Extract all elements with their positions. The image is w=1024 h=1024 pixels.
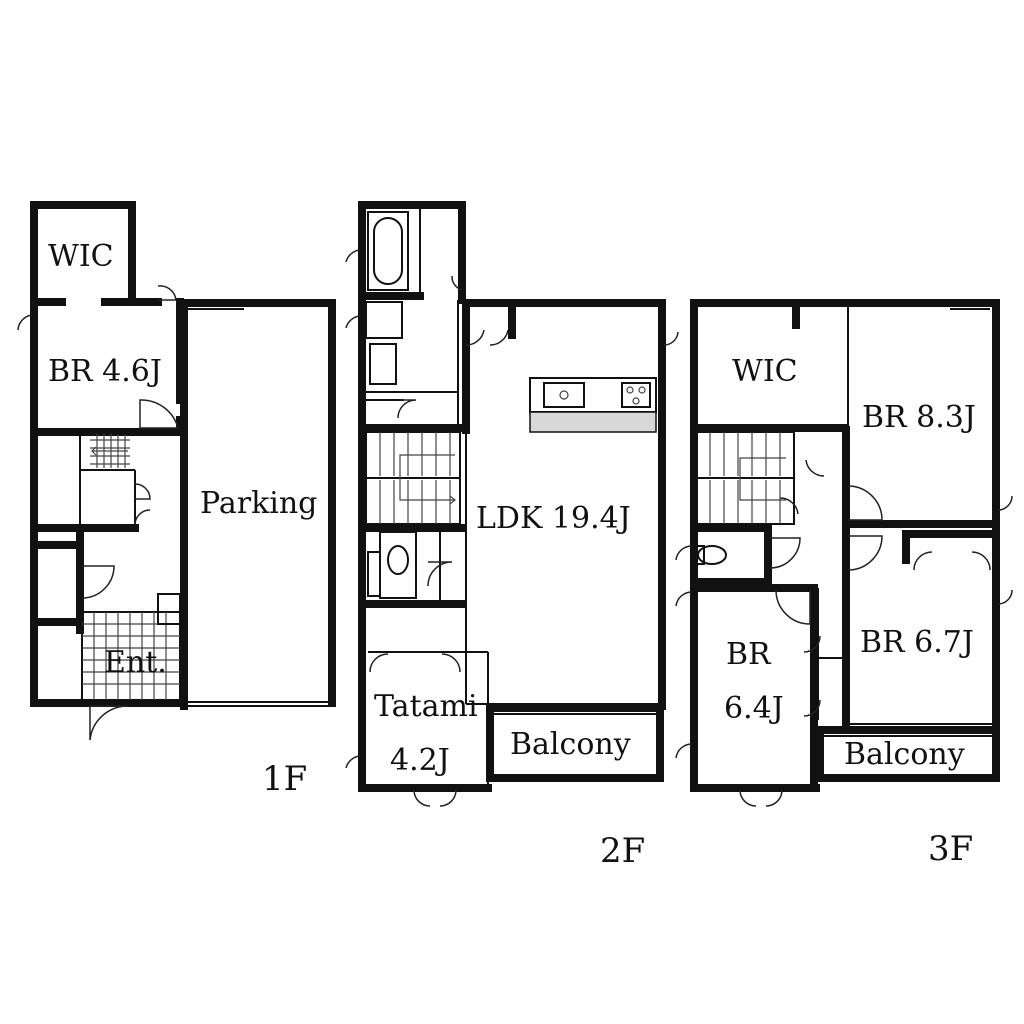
room-label-1f-br: BR 4.6J: [48, 354, 162, 389]
room-label-3f-br-right: BR 6.7J: [860, 625, 974, 660]
door-2f-tatami-closet: [369, 653, 461, 673]
door-3f-closet: [913, 551, 991, 571]
door-1f-entrance: [89, 705, 129, 741]
door-3f-br-left: [775, 589, 811, 625]
room-label-tatami: Tatami: [374, 689, 478, 724]
floor-1f-plan: [17, 201, 336, 741]
door-2f-top: [451, 275, 463, 291]
washer-icon: [369, 343, 397, 385]
floor-2f-plan: [345, 201, 679, 807]
stairs-1f: [90, 434, 130, 468]
door-1f-side: [17, 314, 33, 331]
door-2f-tatami-bottom: [413, 789, 457, 807]
door-2f-bath: [345, 249, 361, 263]
door-2f-toilet: [427, 561, 453, 587]
room-label-tatami-size: 4.2J: [390, 743, 450, 778]
room-label-parking: Parking: [200, 486, 317, 521]
door-2f-ldk: [465, 329, 509, 346]
room-label-3f-balcony: Balcony: [844, 737, 965, 772]
door-2f-window: [663, 331, 679, 346]
door-2f-wash: [345, 315, 361, 329]
door-3f-toilet: [769, 537, 801, 569]
door-1f-wic: [157, 285, 177, 301]
door-3f-br-closet: [803, 635, 821, 717]
floor-label-1f: 1F: [262, 759, 307, 799]
stairs-3f: [695, 431, 795, 525]
door-3f-window-b: [675, 743, 693, 759]
floor-label-3f: 3F: [928, 829, 973, 869]
room-label-3f-br-left: BR: [726, 637, 772, 672]
room-label-3f-wic: WIC: [732, 354, 798, 389]
room-label-entrance: Ent.: [104, 645, 167, 680]
room-label-3f-br-large: BR 8.3J: [862, 400, 976, 435]
door-1f-br: [139, 399, 179, 429]
stairs-2f: [365, 431, 461, 525]
door-1f-closet: [134, 483, 151, 526]
room-label-3f-br-left-size: 6.4J: [724, 691, 784, 726]
door-3f-bottom: [739, 789, 783, 807]
door-3f-toilet-window: [675, 545, 693, 561]
toilet-icon-3f: [697, 545, 727, 565]
door-2f-hall: [397, 399, 417, 419]
door-3f-hall: [779, 459, 825, 515]
washbasin-icon: [365, 301, 403, 339]
entrance-tiles: [82, 612, 180, 700]
toilet-icon: [387, 545, 409, 575]
floor-3f-plan: [675, 299, 1013, 807]
room-label-1f-wic: WIC: [48, 239, 114, 274]
room-label-2f-balcony: Balcony: [510, 727, 631, 762]
door-3f-br-right: [847, 535, 883, 571]
door-3f-window-a: [675, 591, 693, 607]
door-3f-br-large: [847, 485, 883, 521]
bathtub-icon: [373, 217, 403, 285]
room-label-ldk: LDK 19.4J: [476, 501, 631, 536]
door-2f-tatami-window: [345, 755, 361, 769]
door-1f-storage: [81, 565, 115, 599]
door-3f-right-b: [997, 589, 1013, 605]
floor-label-2f: 2F: [600, 831, 645, 871]
door-3f-right-a: [997, 495, 1013, 511]
kitchen-counter-icon: [529, 377, 657, 433]
